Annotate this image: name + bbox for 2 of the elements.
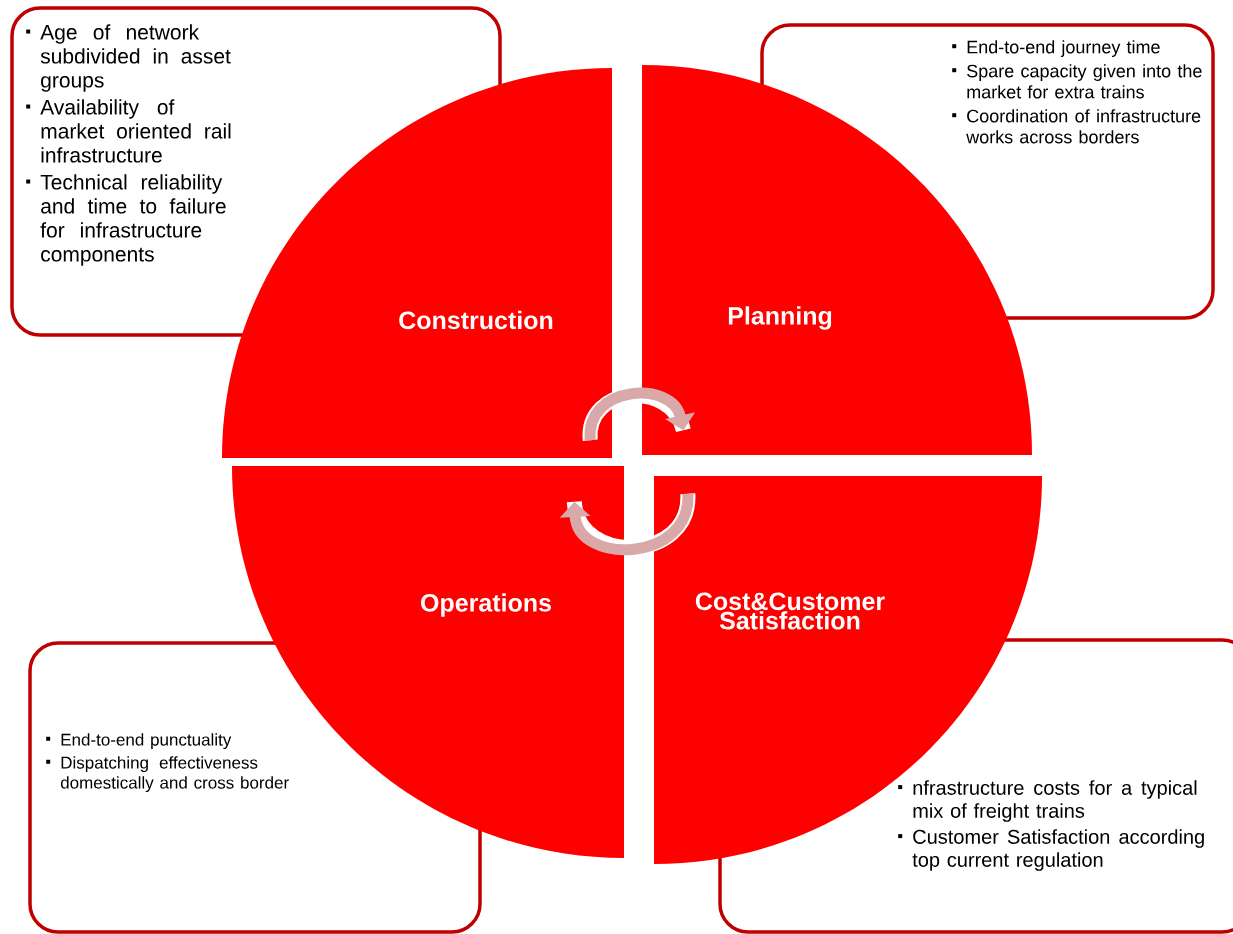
cycle-arrow (559, 493, 696, 556)
cycle-arrow (582, 387, 696, 441)
